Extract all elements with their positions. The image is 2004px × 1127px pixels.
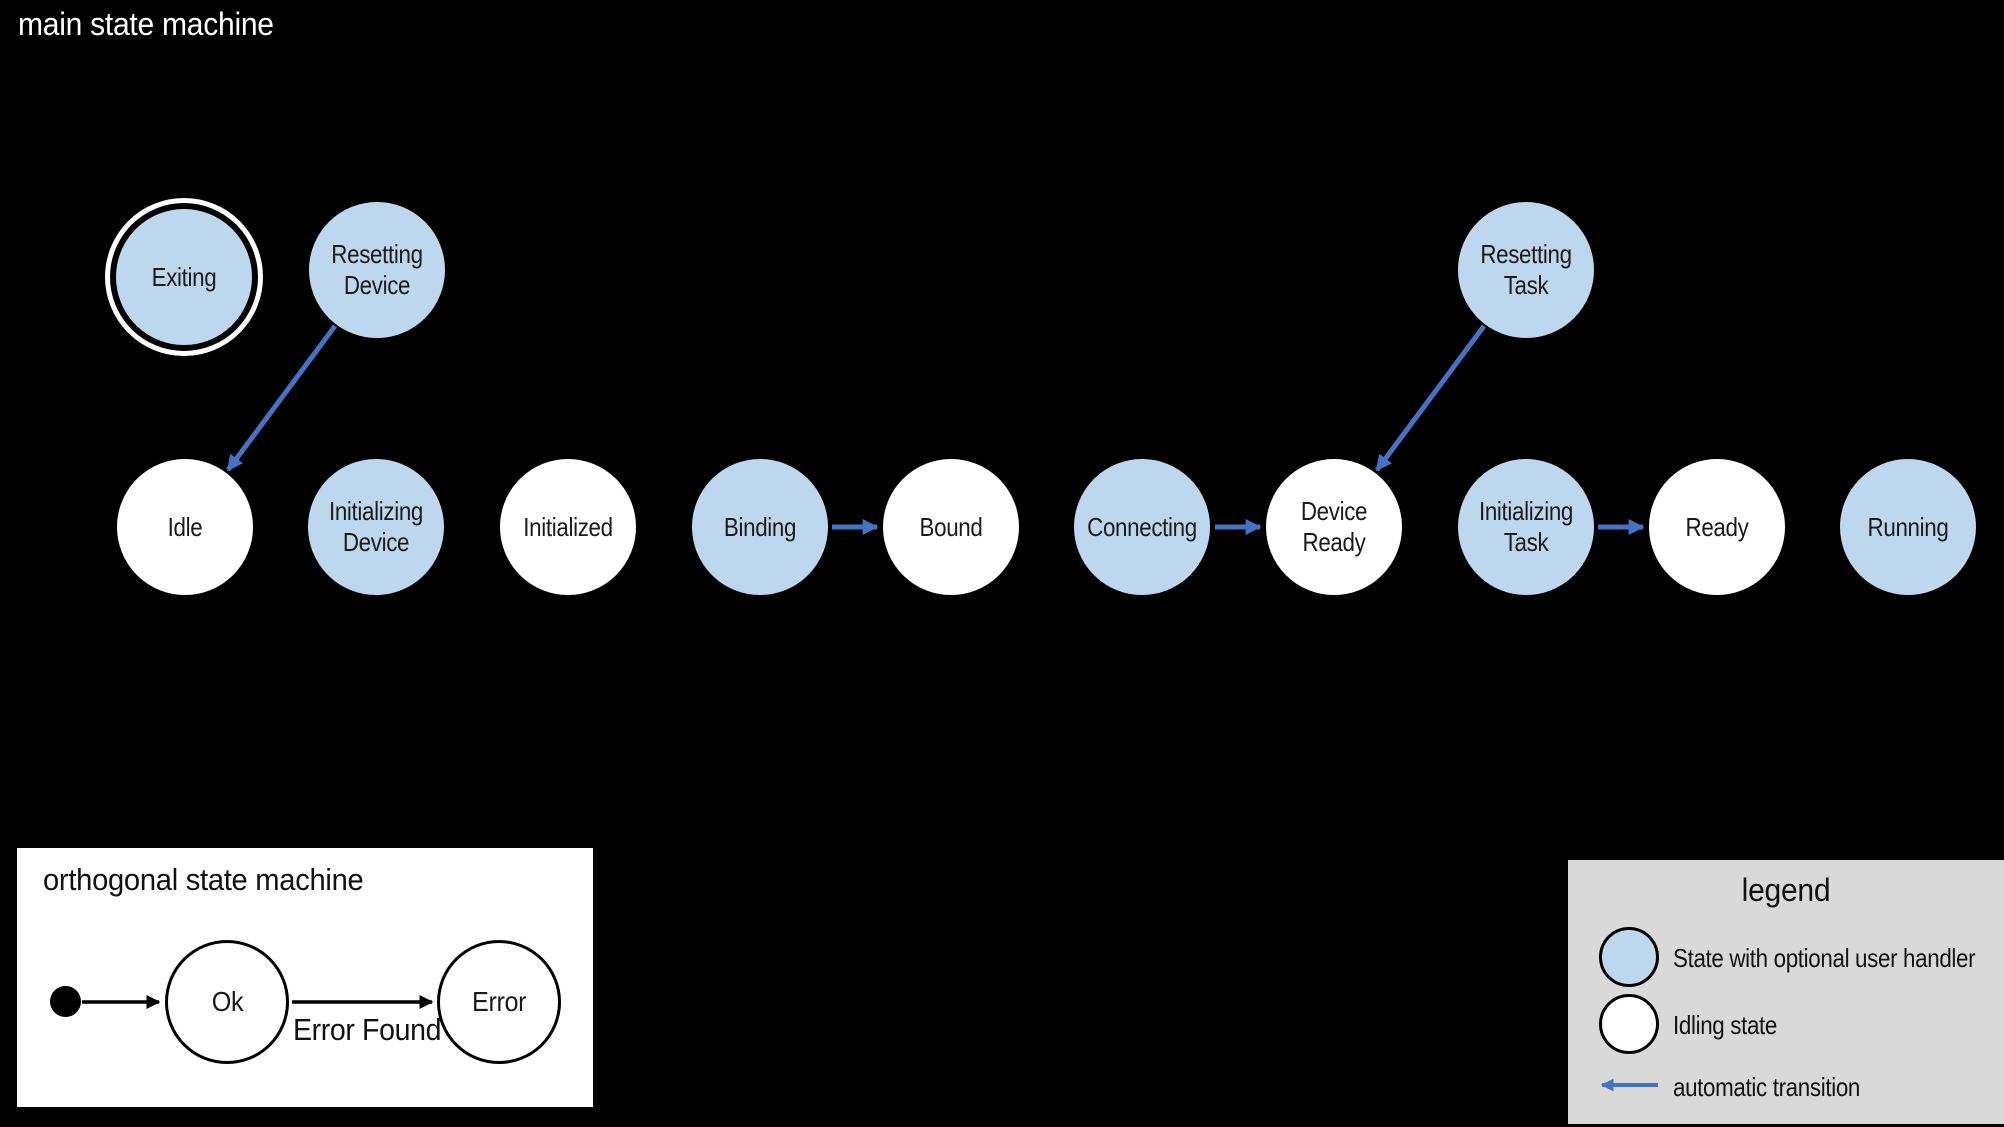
- state-label: Initializing Device: [328, 496, 424, 557]
- state-device-ready: Device Ready: [1264, 457, 1404, 597]
- state-idle: Idle: [115, 457, 255, 597]
- arrow-resetting-device-to-idle: [225, 324, 338, 472]
- state-resetting-device: Resetting Device: [307, 200, 447, 340]
- initial-state-dot: [50, 986, 81, 1017]
- state-initializing-device: Initializing Device: [306, 457, 446, 597]
- legend-item-label: Idling state: [1673, 1010, 1778, 1040]
- state-label: Exiting: [151, 261, 217, 292]
- state-binding: Binding: [690, 457, 830, 597]
- state-connecting: Connecting: [1072, 457, 1212, 597]
- state-initialized: Initialized: [498, 457, 638, 597]
- state-label: Error: [471, 986, 527, 1017]
- state-label: Bound: [919, 511, 983, 542]
- arrow-resetting-task-to-device-ready: [1374, 324, 1487, 472]
- legend-panel: legend State with optional user handler …: [1568, 860, 2004, 1124]
- state-label: Idle: [167, 511, 203, 542]
- legend-item-label: automatic transition: [1673, 1072, 1861, 1102]
- state-label: Connecting: [1087, 511, 1197, 542]
- state-label: Ok: [211, 986, 243, 1017]
- state-label: Initialized: [523, 511, 613, 542]
- orthogonal-machine-title: orthogonal state machine: [43, 862, 364, 897]
- state-label: Resetting Task: [1480, 239, 1572, 300]
- state-label: Binding: [723, 511, 797, 542]
- state-running: Running: [1838, 457, 1978, 597]
- legend-handler-state-circle: [1599, 927, 1659, 987]
- state-exiting: Exiting: [114, 207, 254, 347]
- legend-idling-state-circle: [1599, 994, 1659, 1054]
- state-bound: Bound: [881, 457, 1021, 597]
- orthogonal-machine-panel: orthogonal state machine Ok Error Error …: [17, 848, 593, 1107]
- state-label: Device Ready: [1300, 496, 1368, 557]
- state-ok: Ok: [165, 940, 289, 1064]
- state-error: Error: [437, 940, 561, 1064]
- state-ready: Ready: [1647, 457, 1787, 597]
- state-exiting-final-ring: Exiting: [105, 198, 263, 356]
- state-label: Resetting Device: [331, 239, 423, 300]
- state-initializing-task: Initializing Task: [1456, 457, 1596, 597]
- state-label: Initializing Task: [1478, 496, 1574, 557]
- state-resetting-task: Resetting Task: [1456, 200, 1596, 340]
- state-label: Running: [1867, 511, 1949, 542]
- main-machine-title: main state machine: [18, 6, 274, 42]
- state-label: Ready: [1685, 511, 1749, 542]
- legend-item-label: State with optional user handler: [1673, 943, 1976, 973]
- legend-title: legend: [1741, 872, 1831, 908]
- transition-label-error-found: Error Found: [292, 1012, 442, 1047]
